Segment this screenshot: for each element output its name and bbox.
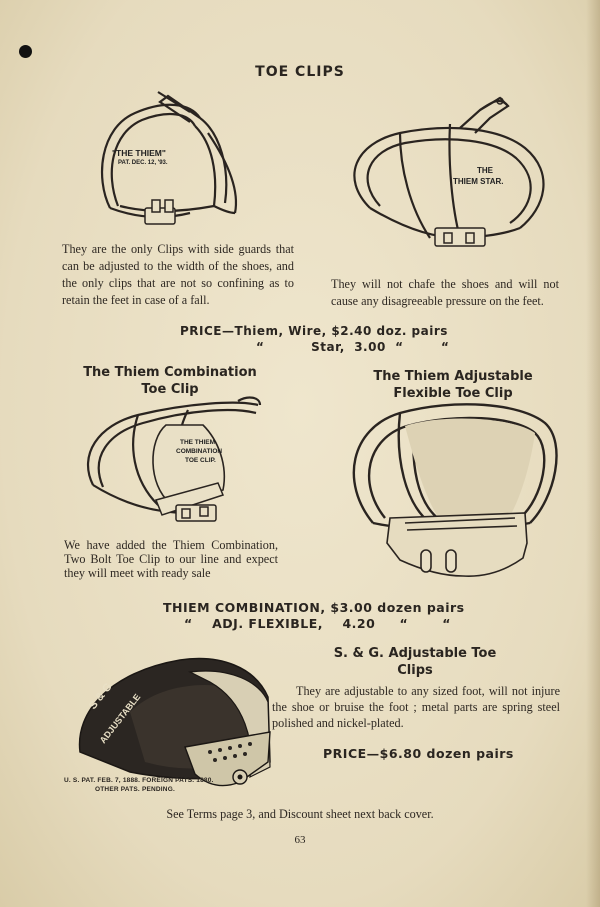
- adjustable-heading-line2: Flexible Toe Clip: [393, 386, 513, 401]
- combination-label-2: COMBINATION: [176, 448, 222, 455]
- footer-note: See Terms page 3, and Discount sheet nex…: [166, 807, 434, 821]
- combination-heading-line2: Toe Clip: [141, 382, 199, 397]
- combination-label-3: TOE CLIP.: [185, 457, 216, 464]
- wire-clip-label-2: PAT. DEC. 12, '93.: [118, 160, 168, 166]
- thiem-combination-clip-illustration: THE THIEM COMBINATION TOE CLIP.: [87, 396, 262, 522]
- page-edge-shadow: [586, 0, 600, 907]
- page-title: TOE CLIPS: [255, 64, 345, 80]
- thiem-star-clip-illustration: THE THIEM STAR.: [353, 96, 545, 247]
- combination-description: We have added the Thiem Combination, Two…: [64, 538, 278, 580]
- combination-label-1: THE THIEM: [180, 439, 215, 446]
- thiem-wire-clip-illustration: "THE THIEM" PAT. DEC. 12, '93.: [100, 91, 238, 225]
- sg-heading-line1: S. & G. Adjustable Toe: [333, 646, 497, 661]
- binding-hole: [19, 45, 32, 58]
- combination-heading-line1: The Thiem Combination: [83, 365, 257, 380]
- star-clip-label-2: THIEM STAR.: [453, 177, 504, 186]
- price-line-thiem-wire: PRICE—Thiem, Wire, $2.40 doz. pairs: [180, 324, 448, 338]
- star-clip-label-1: THE: [477, 166, 494, 175]
- wire-clip-label-1: "THE THIEM": [112, 148, 166, 158]
- price-line-combination: THIEM COMBINATION, $3.00 dozen pairs: [163, 600, 465, 615]
- adjustable-heading-line1: The Thiem Adjustable: [373, 369, 533, 384]
- adjustable-heading: The Thiem Adjustable Flexible Toe Clip: [340, 368, 566, 402]
- combination-heading: The Thiem Combination Toe Clip: [62, 364, 278, 398]
- sg-price: PRICE—$6.80 dozen pairs: [323, 746, 514, 761]
- sg-patent-line1: U. S. PAT. FEB. 7, 1888. FOREIGN PATS. 1…: [64, 777, 214, 784]
- sg-description: They are adjustable to any sized foot, w…: [272, 684, 560, 730]
- star-clip-description: They will not chafe the shoes and will n…: [331, 277, 559, 308]
- sg-adjustable-clip-illustration: S & G ADJUSTABLE: [78, 657, 271, 787]
- price-line-adj-flexible: “ ADJ. FLEXIBLE, 4.20 “ “: [184, 616, 451, 631]
- sg-heading: S. & G. Adjustable Toe Clips: [300, 645, 530, 679]
- wire-clip-description: They are the only Clips with side guards…: [62, 242, 294, 307]
- page-number: 63: [294, 834, 306, 846]
- sg-patent-line2: OTHER PATS. PENDING.: [95, 786, 175, 793]
- price-line-thiem-star: “ Star, 3.00 “ “: [256, 340, 450, 354]
- sg-heading-line2: Clips: [397, 663, 433, 678]
- thiem-adjustable-flexible-clip-illustration: [352, 403, 558, 577]
